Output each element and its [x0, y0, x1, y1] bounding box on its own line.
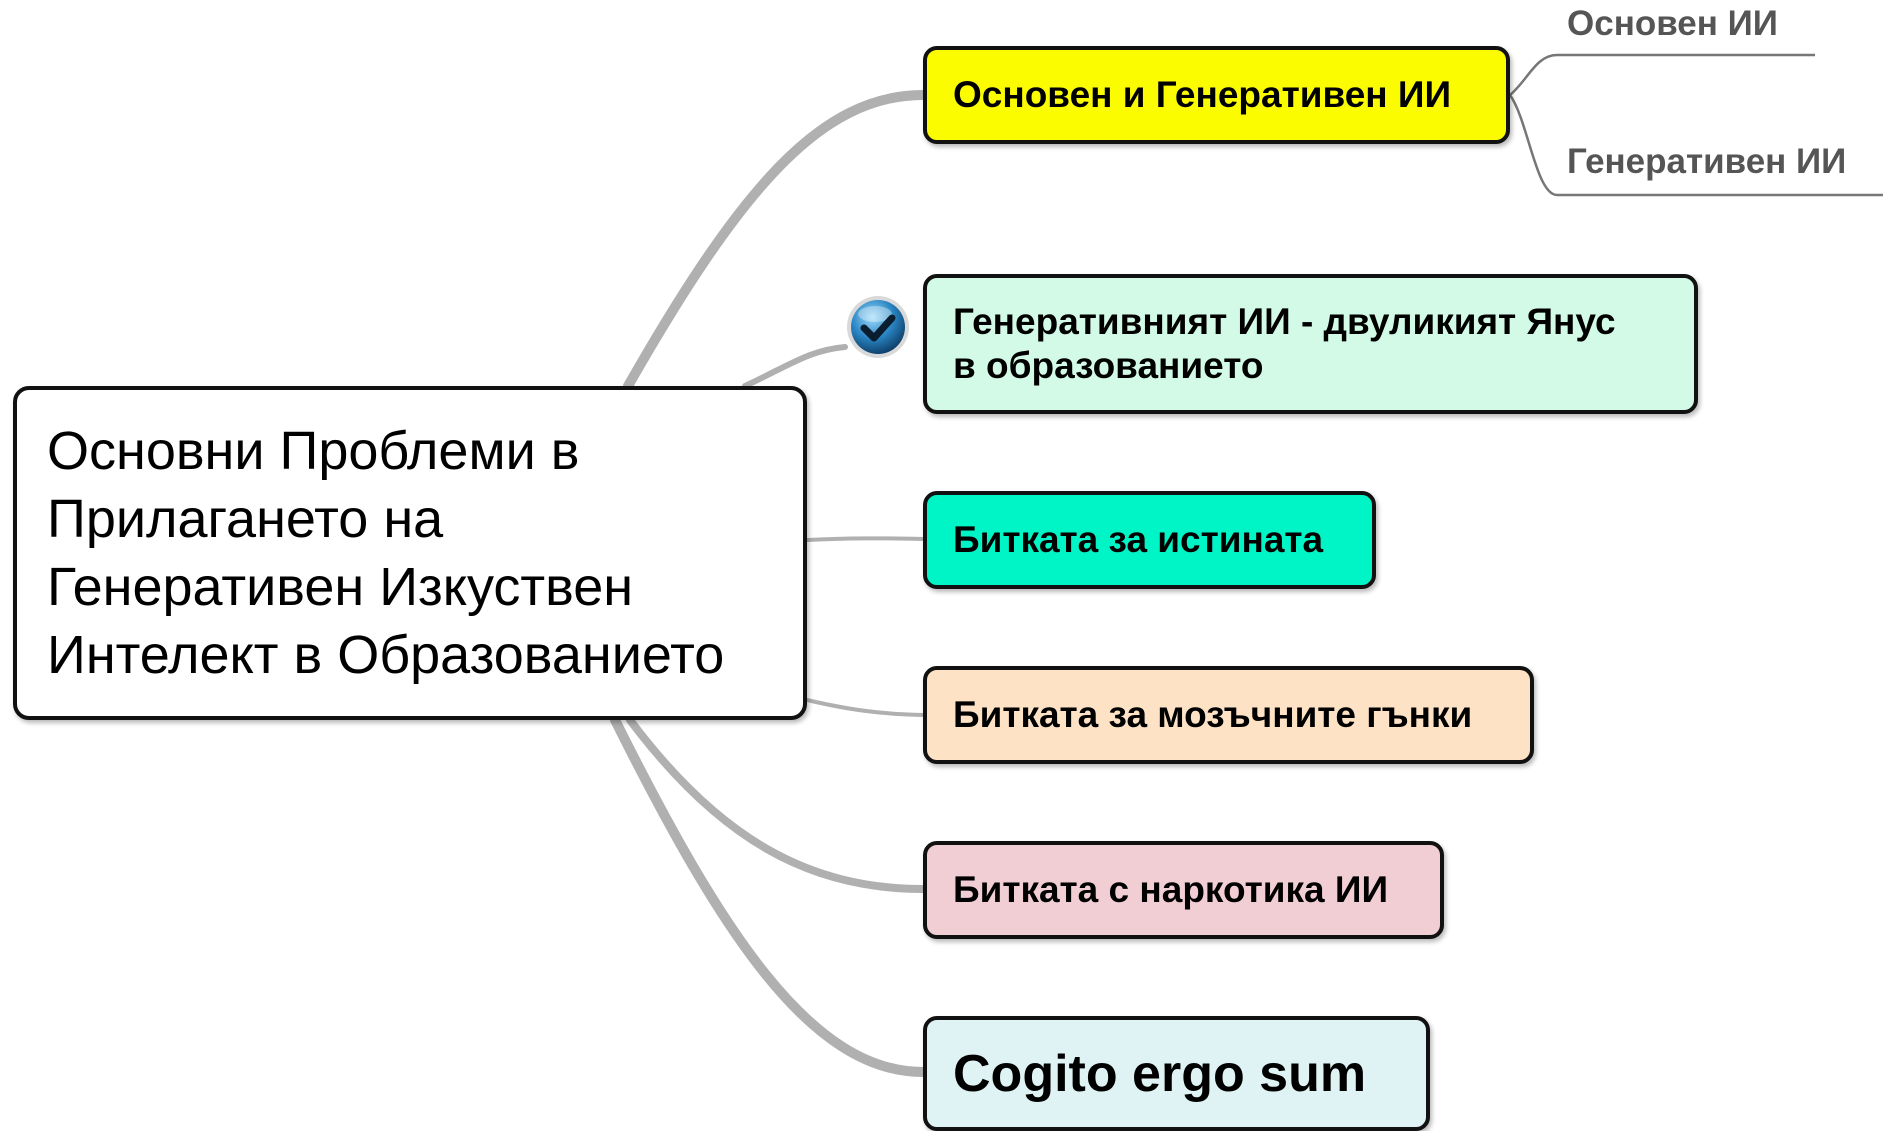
- central-topic-line: Генеративен Изкуствен: [47, 557, 634, 617]
- sub-connector-2: [1508, 94, 1883, 197]
- topic-basic-and-generative-ai[interactable]: Основен и Генеративен ИИ: [923, 46, 1510, 144]
- topic-label: Битката за истината: [953, 519, 1324, 560]
- topic-battle-for-truth[interactable]: Битката за истината: [923, 491, 1376, 589]
- topic-label-line: в образованието: [953, 345, 1264, 386]
- topic-label: Cogito ergo sum: [953, 1044, 1367, 1103]
- topic-battle-with-ai-drug[interactable]: Битката с наркотика ИИ: [923, 841, 1444, 939]
- subtopic-basic-ai[interactable]: Основен ИИ: [1567, 4, 1778, 43]
- branch-connector-2: [742, 344, 848, 389]
- branch-connector-5: [626, 716, 927, 893]
- topic-cogito-ergo-sum[interactable]: Cogito ergo sum: [923, 1016, 1430, 1131]
- branch-connector-1: [623, 90, 928, 391]
- central-topic[interactable]: Основни Проблеми в Прилагането на Генера…: [13, 386, 807, 720]
- topic-label: Битката с наркотика ИИ: [953, 869, 1389, 910]
- topic-label: Битката за мозъчните гънки: [953, 694, 1473, 735]
- checkmark-icon: [847, 296, 909, 358]
- branch-connector-4: [805, 698, 925, 717]
- topic-label-line: Генеративният ИИ - двуликият Янус: [953, 301, 1616, 342]
- central-topic-line: Основни Проблеми в: [47, 421, 580, 481]
- topic-janus[interactable]: Генеративният ИИ - двуликият Янус в обра…: [923, 274, 1698, 414]
- branch-connector-3: [805, 536, 925, 542]
- sub-connector-1: [1509, 53, 1815, 96]
- central-topic-line: Интелект в Образованието: [47, 625, 725, 685]
- central-topic-line: Прилагането на: [47, 489, 444, 549]
- topic-battle-for-brain[interactable]: Битката за мозъчните гънки: [923, 666, 1534, 764]
- subtopic-generative-ai[interactable]: Генеративен ИИ: [1567, 142, 1847, 181]
- branch-connector-6: [610, 715, 928, 1077]
- topic-label: Основен и Генеративен ИИ: [953, 74, 1452, 115]
